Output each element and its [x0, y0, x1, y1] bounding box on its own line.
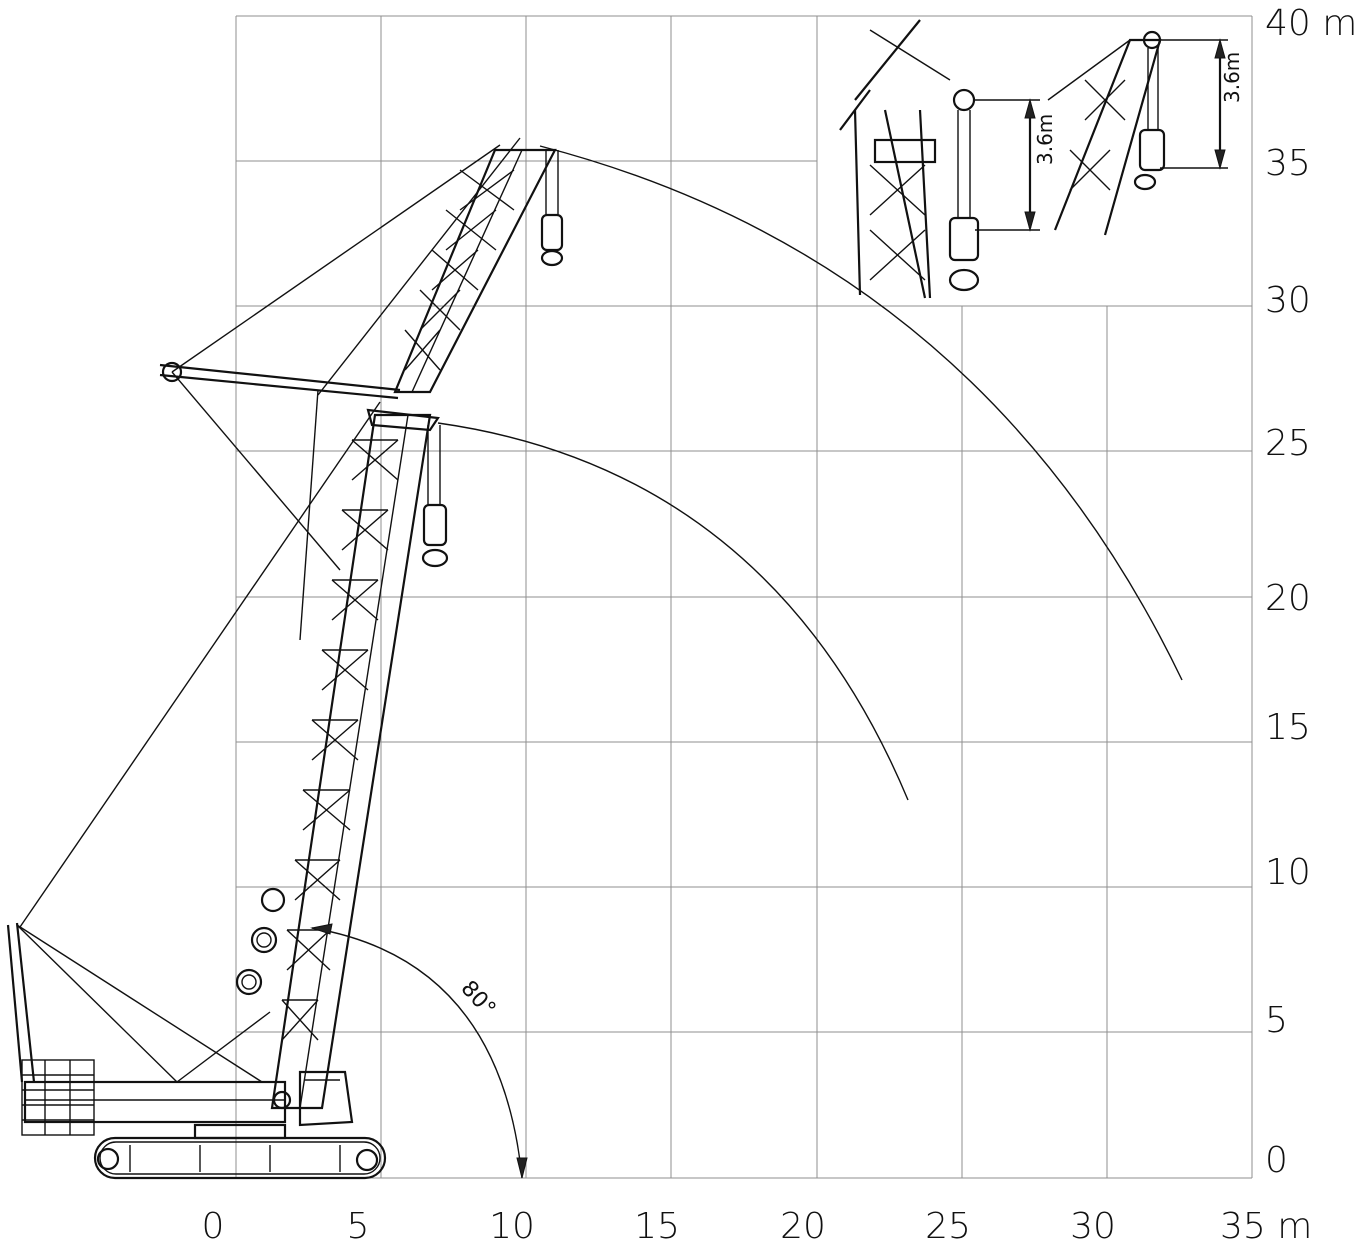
- main-boom: [235, 408, 440, 1110]
- y-tick-label: 10: [1265, 852, 1311, 893]
- x-tick-label: 10: [489, 1206, 535, 1247]
- y-tick-label: 20: [1265, 578, 1311, 619]
- inset-left: 3.6m: [839, 19, 1057, 299]
- inner-radius-arc: [437, 422, 909, 801]
- x-tick-label: 25: [925, 1206, 971, 1247]
- y-tick-label: 15: [1265, 707, 1311, 748]
- outer-radius-arc: [539, 145, 1183, 681]
- x-tick-label: 30: [1070, 1206, 1116, 1247]
- x-axis: 0 5 10 15 20 25 30 35 m: [202, 1206, 1313, 1247]
- inset-left-dimension-label: 3.6m: [1033, 114, 1057, 165]
- grid: [235, 15, 1253, 1179]
- y-tick-label: 5: [1265, 1000, 1288, 1041]
- x-tick-label: 35 m: [1220, 1206, 1312, 1247]
- x-tick-label: 0: [202, 1206, 225, 1247]
- y-tick-label: 25: [1265, 423, 1311, 464]
- inset-right: 3.6m: [1047, 30, 1244, 236]
- crawler-base: [6, 401, 387, 1180]
- angle-label: 80°: [456, 976, 501, 1022]
- boom-hook-block: [421, 425, 449, 568]
- jib-hook-block: [540, 150, 564, 267]
- y-tick-label: 40 m: [1265, 3, 1357, 44]
- x-tick-label: 5: [347, 1206, 370, 1247]
- inset-right-dimension-label: 3.6m: [1220, 52, 1244, 103]
- x-tick-label: 20: [780, 1206, 826, 1247]
- y-tick-label: 0: [1265, 1140, 1288, 1181]
- luffing-jib: [159, 137, 557, 641]
- x-tick-label: 15: [634, 1206, 680, 1247]
- y-tick-label: 35: [1265, 143, 1311, 184]
- y-axis: 0 5 10 15 20 25 30 35 40 m: [1265, 3, 1357, 1181]
- y-tick-label: 30: [1265, 280, 1311, 321]
